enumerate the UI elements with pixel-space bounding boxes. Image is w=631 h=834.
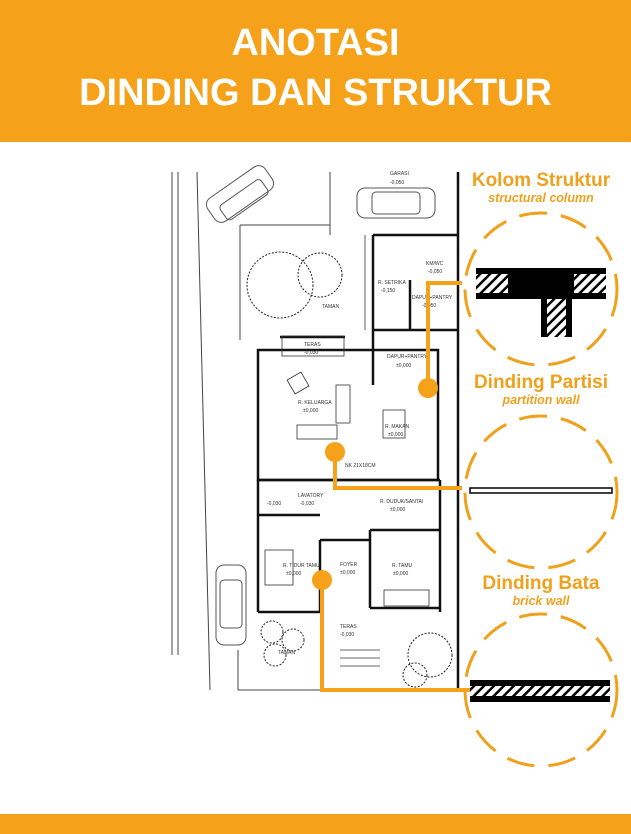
level-tag: -0,030 <box>267 501 281 507</box>
room-label: R. MAKAN <box>385 424 410 430</box>
furniture <box>264 235 430 667</box>
room-label: R. TAMU <box>392 563 412 569</box>
leader-brick-wall <box>320 580 470 692</box>
detail-circles <box>463 211 619 768</box>
level-tag: ±0,000 <box>286 571 301 577</box>
room-label: TERAS <box>340 624 357 630</box>
room-label: LAVATORY <box>298 493 324 499</box>
marker-dot <box>325 442 345 462</box>
detail-circle-brick <box>463 612 619 768</box>
level-tag: ±0,000 <box>303 408 318 414</box>
legend-title: Dinding Bata <box>482 573 600 594</box>
level-tag: -0,030 <box>340 632 354 638</box>
car-icon <box>205 165 436 646</box>
legend-brick-wall: Dinding Bata brick wall <box>451 573 631 608</box>
level-tag: ±0,000 <box>390 507 405 513</box>
level-tag: -0,050 <box>428 269 442 275</box>
room-label: R. TIDUR TAMU <box>283 563 320 569</box>
legend-title: Kolom Struktur <box>471 170 611 191</box>
tree-icon <box>246 251 453 688</box>
level-tag: ±0,000 <box>388 432 403 438</box>
room-label: KM/WC <box>426 261 444 267</box>
leader-partition-wall <box>333 452 462 490</box>
legend-subtitle: partition wall <box>502 393 580 407</box>
room-label: R. DUDUK/SANTAI <box>380 499 423 505</box>
detail-circle-partition <box>463 414 619 570</box>
leader-structural-column <box>426 281 462 388</box>
legend-subtitle: brick wall <box>512 594 570 608</box>
room-label: TAMAN <box>322 304 340 310</box>
level-tag: ±0,000 <box>393 571 408 577</box>
room-label: R. KELUARGA <box>298 400 332 406</box>
room-label: TERAS <box>304 342 321 348</box>
room-labels: GARASI -0,050 R. SETRIKA -0,150 KM/WC -0… <box>267 171 453 656</box>
walls <box>256 172 460 690</box>
room-label: FOYER <box>340 562 358 568</box>
room-label: DAPUR+PANTRY <box>387 354 428 360</box>
legend-structural-column: Kolom Struktur structural column <box>451 170 631 205</box>
level-tag: ±0,000 <box>396 363 411 369</box>
room-label: TAMAN <box>278 650 296 656</box>
site-boundary <box>171 171 460 691</box>
legend-partition-wall: Dinding Partisi partition wall <box>451 372 631 407</box>
level-tag: -0,030 <box>304 350 318 356</box>
level-tag: -0,050 <box>390 180 404 186</box>
room-label: GARASI <box>390 171 409 177</box>
title-line-2: DINDING DAN STRUKTUR <box>79 72 552 114</box>
title-line-1: ANOTASI <box>231 22 400 64</box>
room-label: DAPUR+PANTRY <box>412 295 453 301</box>
footer-bar <box>0 814 631 834</box>
room-label: R. SETRIKA <box>378 280 406 286</box>
leader-lines <box>320 281 470 692</box>
brick-wall-icon <box>470 680 610 702</box>
partition-wall-icon <box>469 487 613 494</box>
title-banner: ANOTASI DINDING DAN STRUKTUR <box>0 0 631 142</box>
level-tag: ±0,000 <box>340 570 355 576</box>
legend-title: Dinding Partisi <box>473 372 609 393</box>
marker-dot <box>312 570 332 590</box>
level-tag: -0,030 <box>300 501 314 507</box>
level-tag: -0,150 <box>381 288 395 294</box>
structural-column-icon <box>476 268 606 337</box>
legend-subtitle: structural column <box>488 191 594 205</box>
marker-dot <box>418 378 438 398</box>
room-label: NK 21X18CM <box>345 463 376 469</box>
detail-circle-column <box>463 211 619 367</box>
